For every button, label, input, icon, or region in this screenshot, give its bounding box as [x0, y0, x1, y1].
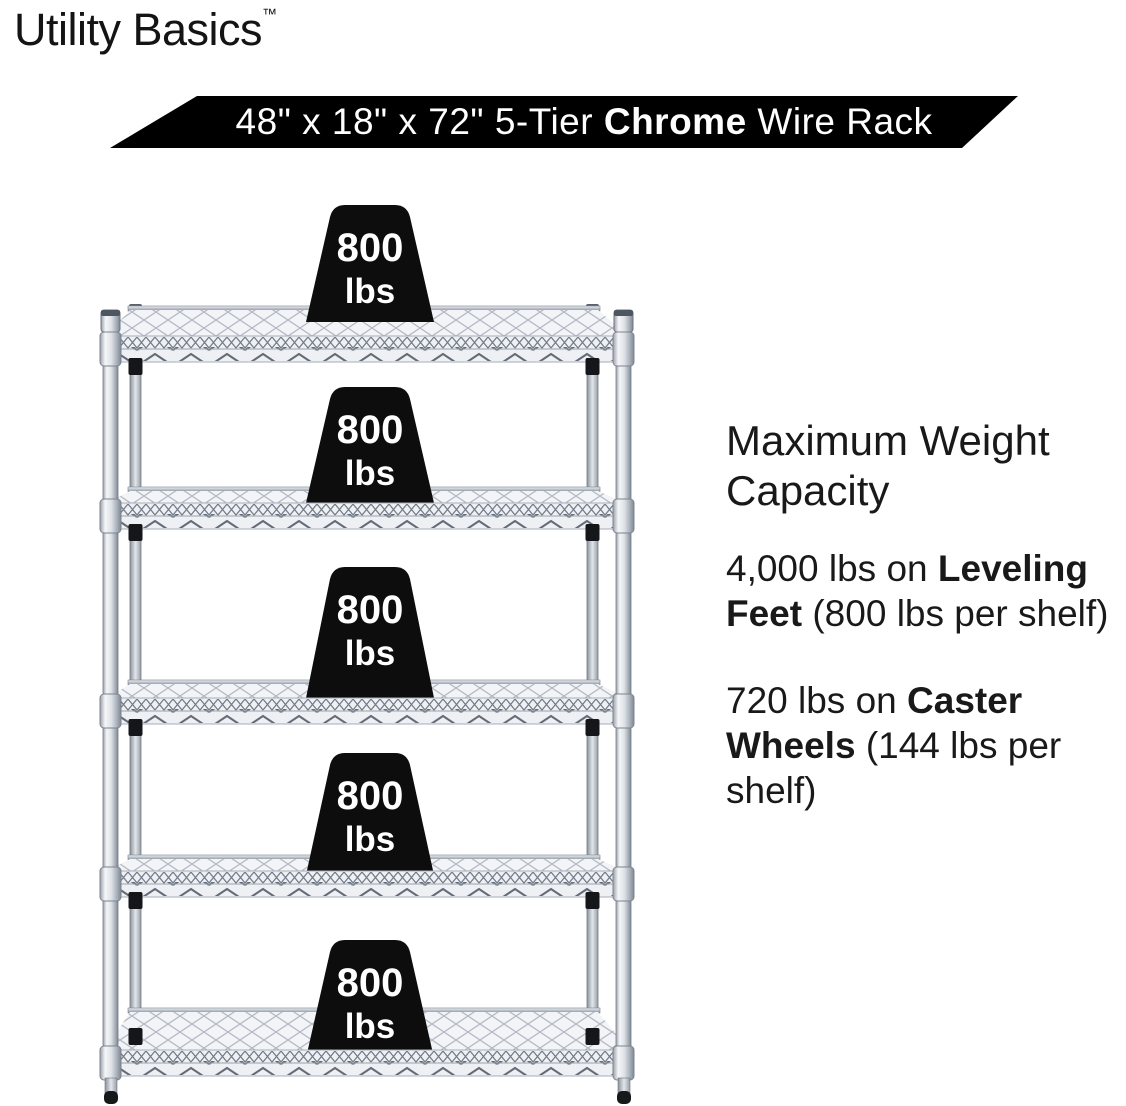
weight-capacity-heading: Maximum Weight Capacity [726, 417, 1050, 514]
badge-unit: lbs [345, 454, 396, 493]
caster-wheels-post: (144 lbs per shelf) [726, 725, 1062, 811]
badge-value: 800 [337, 408, 404, 452]
leveling-feet [104, 1077, 631, 1104]
rack-sleeve-clamps [128, 358, 600, 1045]
product-title-banner: 48" x 18" x 72" 5-Tier Chrome Wire Rack [110, 96, 1018, 148]
leveling-feet-bold: Leveling Feet [726, 548, 1088, 634]
leveling-feet-post: (800 lbs per shelf) [802, 593, 1109, 634]
capacity-badge: 800 lbs [306, 940, 434, 1058]
badge-value: 800 [337, 961, 404, 1005]
badge-unit: lbs [345, 1007, 396, 1046]
caster-wheels-bold: Caster Wheels [726, 680, 1023, 766]
badge-unit: lbs [345, 272, 396, 311]
caster-wheels-pre: 720 lbs on [726, 680, 908, 721]
wire-rack-illustration: 800 lbs 800 lbs 800 lbs 800 lbs 800 lbs [99, 205, 635, 1104]
capacity-specs: Maximum Weight Capacity 4,000 lbs on Lev… [726, 416, 1126, 855]
capacity-badge: 800 lbs [306, 387, 434, 503]
capacity-badge: 800 lbs [306, 753, 434, 875]
brand-logo: Utility Basics™ [14, 4, 277, 56]
product-title-bold: Chrome [603, 101, 747, 142]
trademark-symbol: ™ [262, 6, 278, 23]
brand-name: Utility Basics [14, 4, 263, 55]
badge-unit: lbs [345, 820, 396, 859]
badge-value: 800 [337, 774, 404, 818]
capacity-badge: 800 lbs [306, 205, 434, 322]
leveling-feet-spec: 4,000 lbs on Leveling Feet (800 lbs per … [726, 546, 1126, 636]
product-title-pre: 48" x 18" x 72" 5-Tier [235, 101, 604, 142]
capacity-badge: 800 lbs [306, 567, 434, 698]
leveling-feet-pre: 4,000 lbs on [726, 548, 938, 589]
badge-value: 800 [337, 588, 404, 632]
product-title-post: Wire Rack [746, 101, 933, 142]
product-title: 48" x 18" x 72" 5-Tier Chrome Wire Rack [192, 96, 933, 148]
badge-unit: lbs [345, 634, 396, 673]
caster-wheels-spec: 720 lbs on Caster Wheels (144 lbs per sh… [726, 678, 1126, 813]
badge-value: 800 [337, 226, 404, 270]
